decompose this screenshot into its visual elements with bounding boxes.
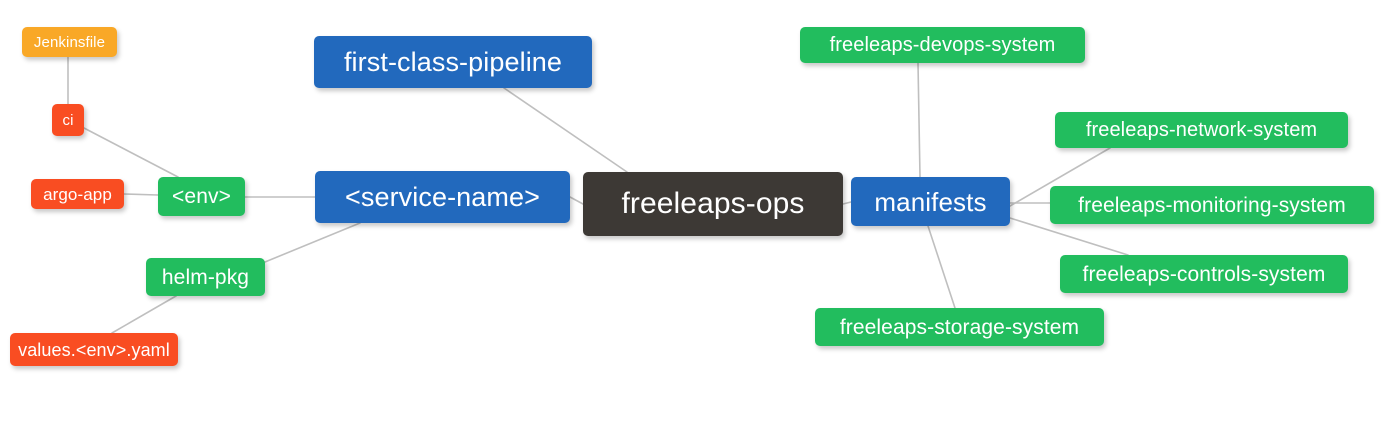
- mindmap-node-helm-pkg[interactable]: helm-pkg: [146, 258, 265, 296]
- mindmap-node-label: freeleaps-monitoring-system: [1078, 193, 1346, 217]
- mindmap-node-label: helm-pkg: [161, 265, 250, 289]
- mindmap-node-label: <service-name>: [345, 181, 540, 212]
- edge-freeleaps-ops-to-manifests: [842, 201, 852, 205]
- edge-freeleaps-ops-to-service-name: [569, 196, 584, 205]
- mindmap-node-label: freeleaps-ops: [621, 187, 805, 220]
- mindmap-node-jenkinsfile[interactable]: Jenkinsfile: [22, 27, 117, 57]
- mindmap-node-label: ci: [62, 111, 74, 129]
- mindmap-node-label: Jenkinsfile: [33, 33, 106, 51]
- mindmap-node-freeleaps-controls-system[interactable]: freeleaps-controls-system: [1060, 255, 1348, 293]
- mindmap-node-label: <env>: [172, 185, 231, 208]
- mindmap-node-label: freeleaps-storage-system: [839, 315, 1080, 339]
- mindmap-node-label: freeleaps-network-system: [1085, 119, 1318, 141]
- mindmap-node-manifests[interactable]: manifests: [851, 177, 1010, 226]
- mindmap-node-first-class-pipeline[interactable]: first-class-pipeline: [314, 36, 592, 88]
- edge-env-to-argo-app: [123, 193, 159, 196]
- edge-helm-pkg-to-values-yaml: [111, 295, 177, 334]
- mindmap-node-label: values.<env>.yaml: [18, 339, 170, 360]
- mindmap-node-label: freeleaps-controls-system: [1082, 262, 1326, 286]
- mindmap-node-label: freeleaps-devops-system: [829, 34, 1056, 56]
- edge-manifests-to-freeleaps-storage-system: [927, 225, 956, 309]
- mindmap-node-service-name[interactable]: <service-name>: [315, 171, 570, 223]
- mindmap-node-label: argo-app: [43, 184, 112, 204]
- mindmap-node-values-yaml[interactable]: values.<env>.yaml: [10, 333, 178, 366]
- mindmap-node-label: first-class-pipeline: [343, 46, 563, 77]
- mindmap-node-freeleaps-ops[interactable]: freeleaps-ops: [583, 172, 843, 236]
- mindmap-node-freeleaps-devops-system[interactable]: freeleaps-devops-system: [800, 27, 1085, 63]
- mindmap-node-argo-app[interactable]: argo-app: [31, 179, 124, 209]
- mindmap-node-freeleaps-monitoring-system[interactable]: freeleaps-monitoring-system: [1050, 186, 1374, 224]
- edge-service-name-to-helm-pkg: [264, 222, 361, 263]
- edge-env-to-ci: [83, 127, 179, 178]
- edge-manifests-to-freeleaps-devops-system: [917, 62, 921, 178]
- mindmap-node-env[interactable]: <env>: [158, 177, 245, 216]
- mindmap-node-freeleaps-storage-system[interactable]: freeleaps-storage-system: [815, 308, 1104, 346]
- mindmap-node-freeleaps-network-system[interactable]: freeleaps-network-system: [1055, 112, 1348, 148]
- mindmap-node-ci[interactable]: ci: [52, 104, 84, 136]
- edge-freeleaps-ops-to-first-class-pipeline: [503, 87, 628, 173]
- mindmap-node-label: manifests: [874, 186, 987, 217]
